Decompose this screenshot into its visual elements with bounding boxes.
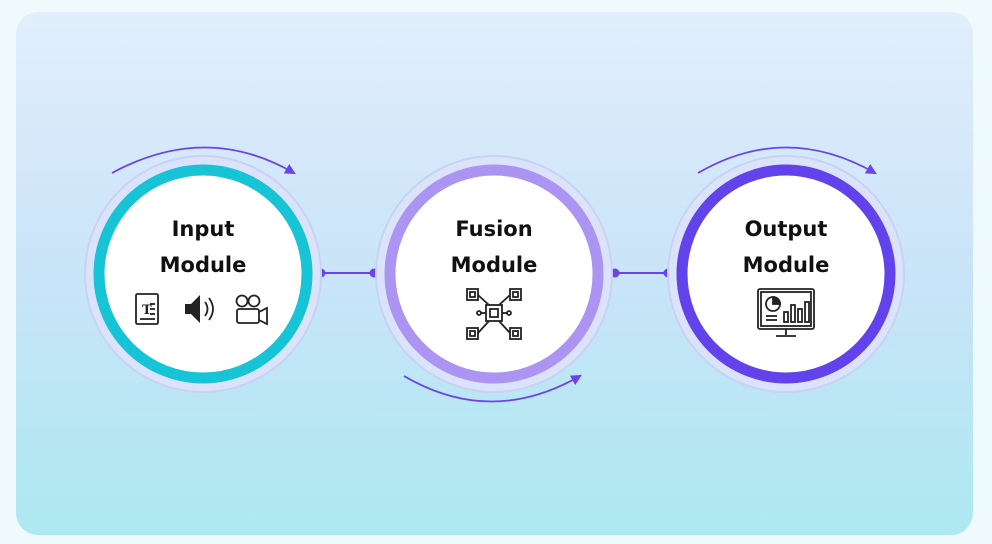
diagram-panel: T [16, 12, 973, 535]
fusion-module-subtitle: Module [450, 253, 538, 277]
pipeline-diagram: T [84, 146, 905, 403]
fusion-module-title: Fusion [455, 217, 533, 241]
flow-arrow-bottom-fusion [403, 374, 582, 403]
input-module-title: Input [171, 217, 235, 241]
analytics-monitor-icon [757, 288, 815, 337]
output-module-title: Output [744, 217, 828, 241]
connector-input-fusion [316, 268, 379, 278]
fusion-module-label: Fusion Module [394, 211, 594, 283]
output-module-label: Output Module [686, 211, 886, 283]
fusion-module-node [375, 155, 613, 393]
output-module-subtitle: Module [742, 253, 830, 277]
input-module-label: Input Module [103, 211, 303, 283]
input-module-subtitle: Module [159, 253, 247, 277]
speaker-icon [185, 295, 214, 323]
svg-text:T: T [142, 303, 152, 318]
video-camera-icon [235, 294, 268, 326]
circuit-fusion-icon [466, 288, 522, 340]
text-document-icon: T [135, 293, 159, 325]
output-module-node [667, 155, 905, 393]
flow-arrow-top-output [697, 146, 877, 175]
connector-fusion-output [610, 268, 673, 278]
input-module-node [84, 155, 322, 393]
flow-arrow-top-input [111, 146, 296, 175]
